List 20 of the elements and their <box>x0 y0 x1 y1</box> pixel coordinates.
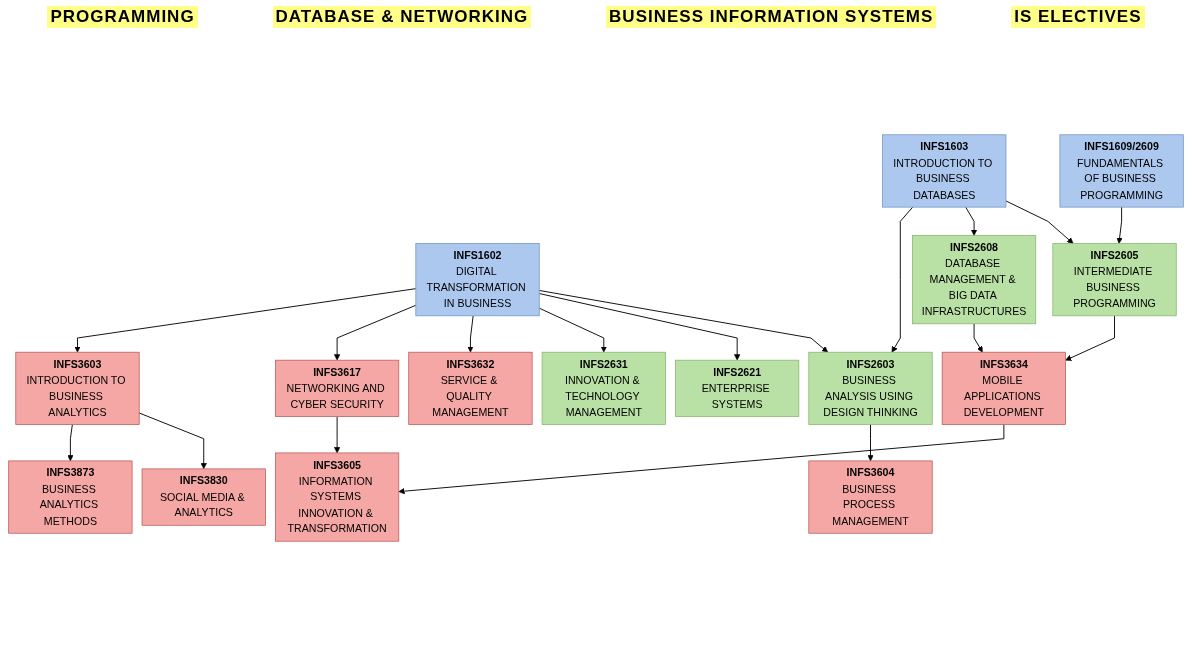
column-heading: DATABASE & NETWORKING <box>272 6 532 28</box>
node-box: INFS3604 BUSINESS PROCESS MANAGEMENT <box>808 460 933 534</box>
node-box: INFS3603 INTRODUCTION TO BUSINESS ANALYTICS <box>15 351 140 425</box>
node-box: INFS3605 INFORMATION SYSTEMS INNOVATION & TRANSFORMATION <box>275 452 400 542</box>
node-box: INFS3632 SERVICE & QUALITY MANAGEMENT <box>408 351 533 425</box>
node-box: INFS2603 BUSINESS ANALYSIS USING DESIGN THINKING <box>808 351 933 425</box>
node-box: INFS3873 BUSINESS ANALYTICS METHODS <box>8 460 133 534</box>
column-heading: PROGRAMMING <box>47 6 198 28</box>
column-heading: BUSINESS INFORMATION SYSTEMS <box>606 6 937 28</box>
node-box: INFS2605 INTERMEDIATE BUSINESS PROGRAMMING <box>1052 243 1177 317</box>
node-box: INFS2631 INNOVATION & TECHNOLOGY MANAGEMENT <box>541 351 666 425</box>
node-box: INFS1602 DIGITAL TRANSFORMATION IN BUSINESS <box>415 243 540 317</box>
node-box: INFS2621 ENTERPRISE SYSTEMS <box>675 359 800 417</box>
node-box: INFS2608 DATABASE MANAGEMENT & BIG DATA INFRASTRUCTURES <box>912 235 1037 325</box>
node-box: INFS1609/2609 FUNDAMENTALS OF BUSINESS PROGRAMMING <box>1059 134 1184 208</box>
node-box: INFS3830 SOCIAL MEDIA & ANALYTICS <box>141 468 266 526</box>
node-box: INFS1603 INTRODUCTION TO BUSINESS DATABASES <box>882 134 1007 208</box>
node-box: INFS3617 NETWORKING AND CYBER SECURITY <box>275 359 400 417</box>
column-heading: IS ELECTIVES <box>1011 6 1145 28</box>
node-box: INFS3634 MOBILE APPLICATIONS DEVELOPMENT <box>941 351 1066 425</box>
